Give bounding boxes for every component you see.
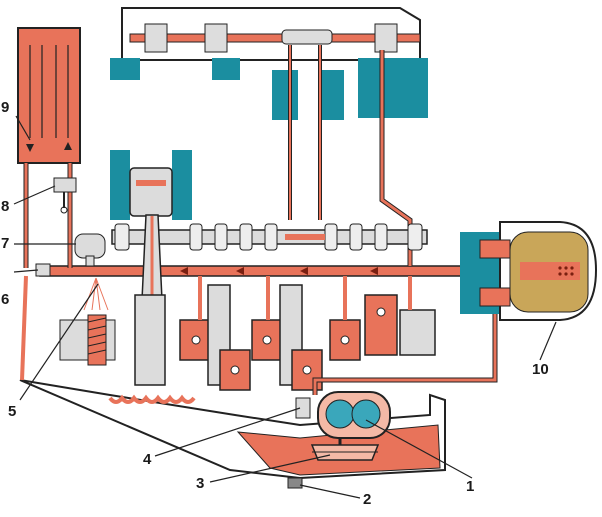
callout-1-oil-pump: 1 <box>466 478 475 495</box>
cam-bearing-2 <box>204 23 228 53</box>
callout-5-spray-jet: 5 <box>8 403 17 420</box>
pump-gear-right <box>351 399 381 429</box>
cooler-tap <box>53 177 77 193</box>
callout-6-warning-sensor: 6 <box>1 291 10 308</box>
callout-2-drain-plug: 2 <box>363 491 372 508</box>
cam-bearing-3 <box>374 23 398 53</box>
callout-9-oil-cooler: 9 <box>1 99 10 116</box>
oil-drip-wave <box>108 394 196 404</box>
leader-lines <box>13 115 557 499</box>
callout-4-relief-valve: 4 <box>143 451 152 468</box>
drain-plug <box>287 477 303 489</box>
main-oil-gallery <box>39 265 526 277</box>
oil-spray-jet <box>83 277 109 311</box>
pump-gear-left <box>325 399 355 429</box>
head-casting-right <box>358 58 428 118</box>
cam-lobes <box>114 223 423 251</box>
crankshaft <box>134 284 436 391</box>
head-casting-mid3 <box>318 70 344 120</box>
callout-7-pressure-sensor: 7 <box>1 235 10 252</box>
warning-lamp-sensor <box>35 263 51 277</box>
head-casting-left <box>110 58 140 80</box>
crankcase-vent-line <box>20 275 28 381</box>
cylinder-liner-left <box>110 150 130 220</box>
crank-pins <box>191 307 386 375</box>
rocker-arm <box>281 29 333 45</box>
oil-cooler <box>17 27 81 164</box>
callout-3-oil-pickup: 3 <box>196 475 205 492</box>
main-bearing-feeds <box>198 276 412 320</box>
pressure-relief-valve <box>295 397 311 419</box>
camshaft-oil-gallery <box>129 33 421 43</box>
camshaft-oil-channel <box>285 234 325 240</box>
head-casting-mid1 <box>212 58 240 80</box>
cam-bearing-1 <box>144 23 168 53</box>
oil-pressure-sensor <box>74 233 106 259</box>
callout-8-cooler-tap: 8 <box>1 198 10 215</box>
head-casting-mid2 <box>272 70 298 120</box>
piston <box>129 167 173 217</box>
callout-10-oil-filter: 10 <box>532 361 549 378</box>
cylinder-liner-right <box>172 150 192 220</box>
